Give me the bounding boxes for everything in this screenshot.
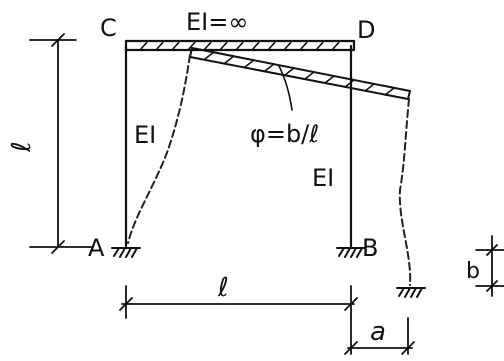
support-displaced (396, 287, 426, 298)
left-column-stiffness-label: EI (134, 121, 156, 149)
settlement-label: b (466, 259, 480, 284)
span-dimension (119, 285, 358, 319)
right-column-stiffness-label: EI (312, 164, 334, 192)
height-label: ℓ (7, 141, 37, 153)
support-A (111, 247, 141, 258)
beam-stiffness-label: EI=∞ (186, 8, 248, 36)
span-label: ℓ (217, 273, 229, 303)
node-D-label: D (357, 16, 375, 44)
displaced-beam (189, 47, 411, 100)
height-dimension (29, 33, 93, 254)
node-A-label: A (88, 234, 105, 262)
right-column-deflection (398, 98, 412, 286)
support-B (336, 247, 366, 258)
rotation-label: φ=b/ℓ (250, 120, 319, 148)
rigid-beam (124, 39, 356, 52)
node-B-label: B (362, 234, 378, 262)
offset-dimension (344, 317, 415, 355)
node-C-label: C (100, 14, 117, 42)
offset-label: a (370, 317, 386, 347)
settlement-dimension (475, 235, 504, 297)
rotation-leader (278, 65, 293, 111)
left-column-deflection (127, 54, 191, 244)
